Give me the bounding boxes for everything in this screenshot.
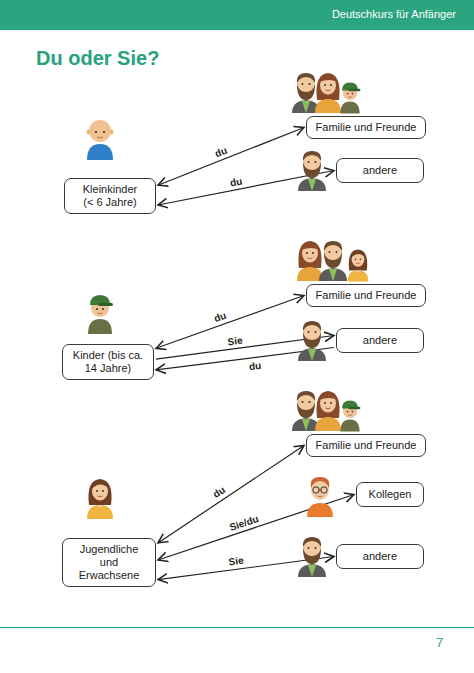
- box-text: Familie und Freunde: [311, 121, 421, 134]
- box-text: andere: [341, 550, 419, 563]
- page-number: 7: [436, 635, 443, 650]
- footer-rule: [0, 627, 474, 628]
- edge-label: du: [227, 175, 245, 189]
- box-text: Jugendliche und Erwachsene: [69, 543, 149, 582]
- box-text: Kinder (bis ca. 14 Jahre): [68, 349, 148, 375]
- category-box: andere: [336, 544, 424, 569]
- edge-label: Sie: [225, 334, 245, 347]
- header-text: Deutschkurs für Anfänger: [332, 8, 456, 21]
- page-title: Du oder Sie?: [36, 46, 159, 70]
- category-box: andere: [336, 328, 424, 353]
- box-text: Kleinkinder (< 6 Jahre): [79, 183, 141, 209]
- category-box: Kleinkinder (< 6 Jahre): [64, 178, 156, 214]
- category-box: Jugendliche und Erwachsene: [62, 538, 156, 587]
- box-text: Kollegen: [361, 488, 419, 501]
- connector-arrow: [158, 446, 304, 543]
- box-text: andere: [341, 334, 419, 347]
- edge-label: du: [246, 359, 263, 372]
- category-box: Kinder (bis ca. 14 Jahre): [62, 344, 154, 380]
- category-box: Familie und Freunde: [306, 116, 426, 139]
- category-box: andere: [336, 158, 424, 183]
- box-text: Familie und Freunde: [311, 439, 421, 452]
- category-box: Familie und Freunde: [306, 284, 426, 307]
- category-box: Kollegen: [356, 482, 424, 507]
- connector-arrow: [156, 296, 304, 349]
- box-text: andere: [341, 164, 419, 177]
- edge-label: du: [209, 483, 229, 501]
- edge-label: Sie/du: [226, 512, 262, 533]
- edge-label: Sie: [226, 555, 246, 568]
- box-text: Familie und Freunde: [311, 289, 421, 302]
- category-box: Familie und Freunde: [306, 434, 426, 457]
